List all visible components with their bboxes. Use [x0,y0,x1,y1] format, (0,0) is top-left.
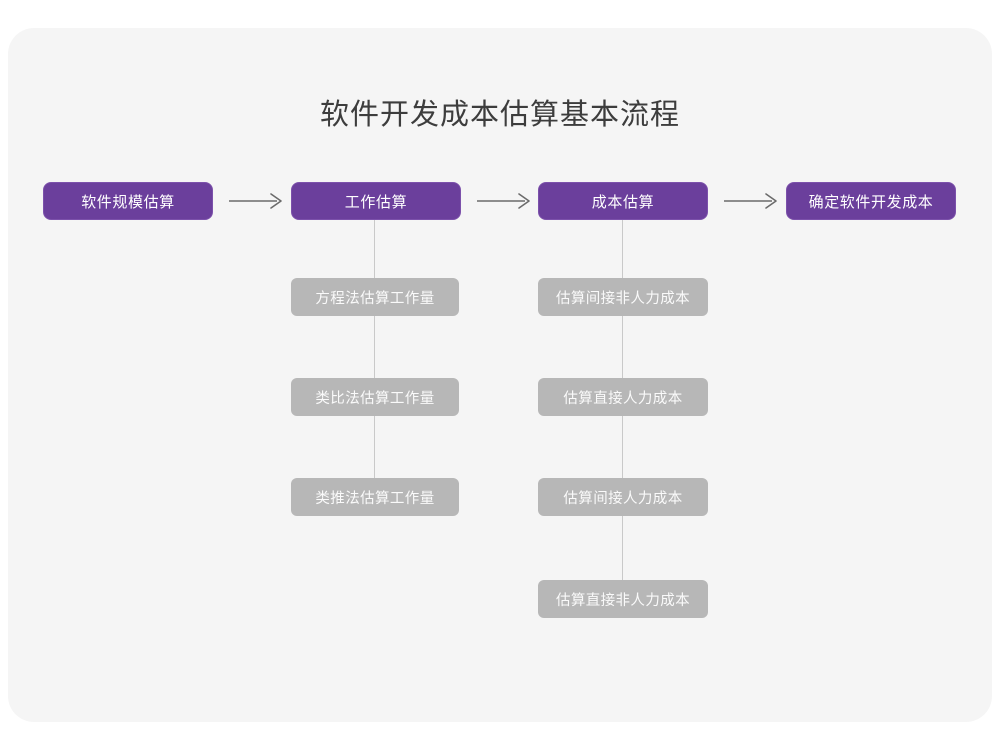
branch-item-step3-1[interactable]: 估算间接非人力成本 [538,278,708,316]
flow-node-step3[interactable]: 成本估算 [538,182,708,220]
branch-item-step2-3[interactable]: 类推法估算工作量 [291,478,459,516]
branch-item-step2-1-label: 方程法估算工作量 [315,290,435,307]
branch-item-step3-4[interactable]: 估算直接非人力成本 [538,580,708,618]
flow-node-step4[interactable]: 确定软件开发成本 [786,182,956,220]
connector-line-branch-step2 [374,219,375,509]
right-arrow-icon [229,190,285,212]
flow-node-step2[interactable]: 工作估算 [291,182,461,220]
branch-item-step3-2-label: 估算直接人力成本 [563,390,683,407]
branch-item-step3-3-label: 估算间接人力成本 [563,490,683,507]
branch-item-step3-3[interactable]: 估算间接人力成本 [538,478,708,516]
branch-item-step2-1[interactable]: 方程法估算工作量 [291,278,459,316]
branch-item-step2-2-label: 类比法估算工作量 [315,390,435,407]
branch-item-step2-3-label: 类推法估算工作量 [315,490,435,507]
branch-item-step3-1-label: 估算间接非人力成本 [555,290,691,307]
right-arrow-icon [477,190,533,212]
flow-node-step1-label: 软件规模估算 [81,192,175,211]
diagram-card [8,28,992,722]
branch-item-step3-4-label: 估算直接非人力成本 [555,592,691,609]
page-title: 软件开发成本估算基本流程 [319,97,680,131]
branch-item-step2-2[interactable]: 类比法估算工作量 [291,378,459,416]
flow-node-step4-label: 确定软件开发成本 [808,192,934,211]
flow-node-step2-label: 工作估算 [344,192,408,211]
right-arrow-icon [724,190,780,212]
flow-node-step3-label: 成本估算 [591,192,655,211]
branch-item-step3-2[interactable]: 估算直接人力成本 [538,378,708,416]
flow-node-step1[interactable]: 软件规模估算 [43,182,213,220]
